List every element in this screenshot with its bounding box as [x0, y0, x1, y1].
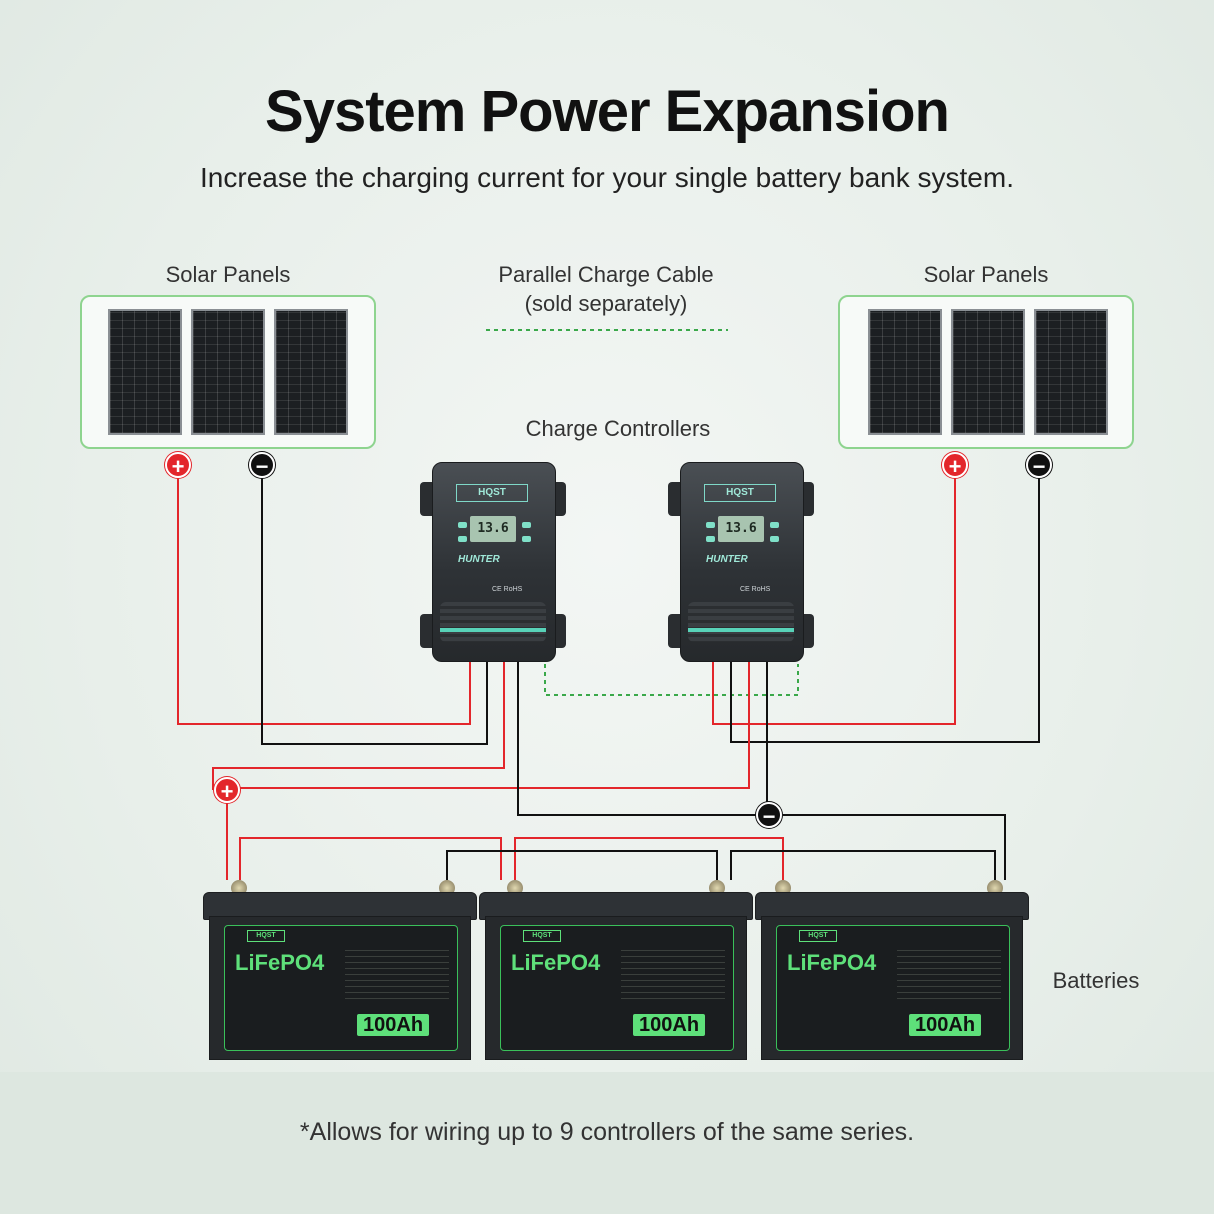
battery-capacity: 100Ah — [909, 1014, 982, 1036]
solar-panel — [274, 309, 348, 435]
left-solar-positive-wire — [177, 478, 471, 725]
solar-array-right — [838, 295, 1134, 449]
charge-controller-2: HQST 13.6 HUNTER CE RoHS — [666, 462, 816, 662]
ctrl1-battery-negative-wire — [517, 662, 756, 816]
left-solar-negative-wire — [261, 478, 488, 745]
solar-array-left — [80, 295, 376, 449]
controller-cert: CE RoHS — [492, 586, 523, 593]
battery1-battery2-negative-link — [446, 850, 718, 880]
battery-bank-positive-icon: + — [214, 777, 240, 804]
ctrl1-battery-positive-wire — [212, 662, 505, 790]
solar-panels-left-label: Solar Panels — [165, 262, 291, 287]
battery-capacity: 100Ah — [633, 1014, 706, 1036]
battery-brand-logo: HQST — [799, 930, 837, 942]
right-solar-negative-wire — [730, 478, 1040, 743]
battery-bank-negative-icon: − — [756, 802, 782, 829]
solar-panel — [108, 309, 182, 435]
negative-terminal-icon: − — [1026, 452, 1052, 479]
charge-controller-1: HQST 13.6 HUNTER CE RoHS — [418, 462, 568, 662]
positive-terminal-icon: + — [165, 452, 191, 479]
page-title: System Power Expansion — [265, 79, 950, 144]
solar-panel — [191, 309, 265, 435]
controller-brand-logo: HQST — [704, 484, 776, 502]
parallel-charge-cable — [544, 664, 799, 696]
controller-model: HUNTER — [458, 554, 500, 565]
controller-lcd-display: 13.6 — [718, 516, 764, 542]
battery-brand-logo: HQST — [247, 930, 285, 942]
page-subtitle: Increase the charging current for your s… — [200, 162, 1014, 193]
battery-chemistry: LiFePO4 — [235, 950, 325, 975]
batteries-label: Batteries — [1052, 968, 1140, 993]
controller-cert: CE RoHS — [740, 586, 771, 593]
right-solar-positive-wire — [712, 478, 956, 725]
battery-chemistry: LiFePO4 — [511, 950, 601, 975]
battery-2: HQST LiFePO4 100Ah — [479, 880, 753, 1060]
solar-panels-right-label: Solar Panels — [923, 262, 1049, 287]
battery1-battery2-positive-link — [239, 837, 502, 880]
controller-lcd-display: 13.6 — [470, 516, 516, 542]
solar-panel — [951, 309, 1025, 435]
floor-band — [0, 1072, 1214, 1214]
solar-panel — [1034, 309, 1108, 435]
ctrl2-battery-positive-wire — [240, 662, 750, 789]
parallel-cable-label: Parallel Charge Cable — [498, 262, 714, 287]
battery2-battery3-negative-link — [730, 850, 996, 880]
solar-panel — [868, 309, 942, 435]
controller-model: HUNTER — [706, 554, 748, 565]
battery-chemistry: LiFePO4 — [787, 950, 877, 975]
negative-bus-to-battery3 — [783, 814, 1006, 880]
battery-3: HQST LiFePO4 100Ah — [755, 880, 1029, 1060]
battery-1: HQST LiFePO4 100Ah — [203, 880, 477, 1060]
battery2-battery3-positive-link — [514, 837, 784, 880]
charge-controllers-label: Charge Controllers — [525, 416, 711, 441]
footnote: *Allows for wiring up to 9 controllers o… — [299, 1118, 915, 1146]
positive-terminal-icon: + — [942, 452, 968, 479]
battery-capacity: 100Ah — [357, 1014, 430, 1036]
battery-brand-logo: HQST — [523, 930, 561, 942]
controller-brand-logo: HQST — [456, 484, 528, 502]
parallel-cable-note: (sold separately) — [524, 291, 688, 316]
negative-terminal-icon: − — [249, 452, 275, 479]
